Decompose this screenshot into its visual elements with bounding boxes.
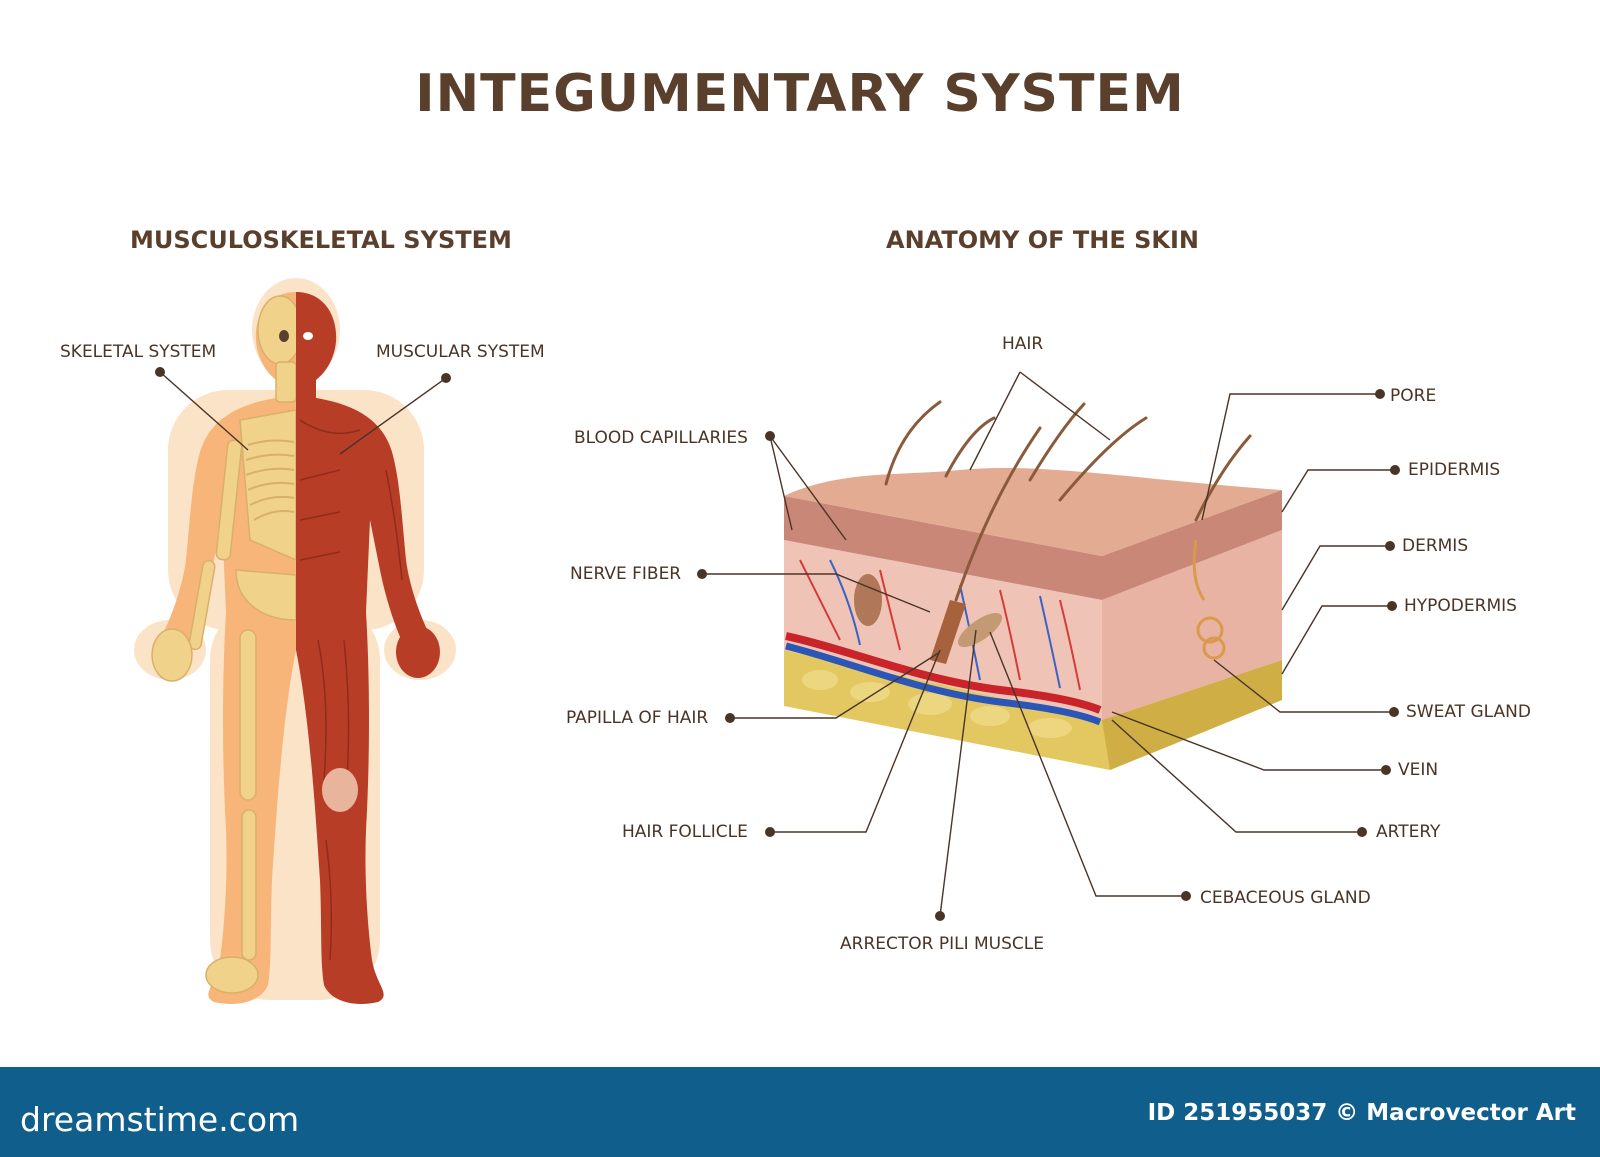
label-vein: VEIN [1398, 760, 1439, 780]
skin-cross-section [784, 400, 1282, 770]
label-hair: HAIR [1002, 334, 1044, 354]
leader-lines [159, 371, 1395, 917]
label-skeletal-system: SKELETAL SYSTEM [60, 342, 217, 362]
label-muscular-system: MUSCULAR SYSTEM [376, 342, 545, 362]
label-nerve-fiber: NERVE FIBER [570, 564, 682, 584]
epidermis-layer [784, 490, 1282, 600]
label-pore: PORE [1390, 386, 1437, 406]
skin-anatomy-heading: ANATOMY OF THE SKIN [886, 226, 1200, 254]
skin-surface [784, 468, 1282, 556]
label-cebaceous-gland: CEBACEOUS GLAND [1200, 888, 1371, 908]
leader-dots [155, 367, 1400, 921]
label-arrector-pili-muscle: ARRECTOR PILI MUSCLE [840, 934, 1044, 954]
label-papilla-of-hair: PAPILLA OF HAIR [566, 708, 709, 728]
image-credit: ID 251955037 © Macrovector Art [1147, 1100, 1576, 1126]
label-sweat-gland: SWEAT GLAND [1406, 702, 1531, 722]
label-hair-follicle: HAIR FOLLICLE [622, 822, 748, 842]
footer-bar [0, 1067, 1600, 1157]
label-blood-capillaries: BLOOD CAPILLARIES [574, 428, 748, 448]
human-figure [134, 278, 456, 1005]
brand-logo[interactable]: dreamstime.com [20, 1100, 300, 1139]
label-artery: ARTERY [1376, 822, 1441, 842]
label-epidermis: EPIDERMIS [1408, 460, 1501, 480]
label-dermis: DERMIS [1402, 536, 1469, 556]
page-title: INTEGUMENTARY SYSTEM [415, 64, 1185, 124]
skeleton-bones [151, 295, 303, 994]
label-hypodermis: HYPODERMIS [1404, 596, 1517, 616]
musculoskeletal-heading: MUSCULOSKELETAL SYSTEM [130, 226, 512, 254]
muscular-half [296, 292, 432, 1005]
diagram-artwork [134, 278, 1400, 1005]
